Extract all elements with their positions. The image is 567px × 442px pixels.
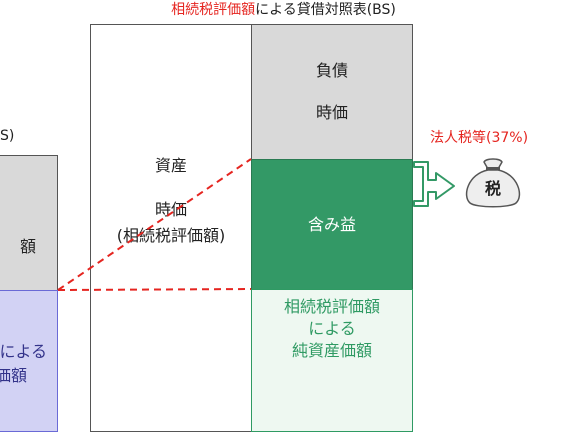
tax-bracket-arrow-icon [413,161,455,207]
left-bs-upper-fragment: 額 [19,237,36,256]
bs-title-rest: による貸借対照表(BS) [255,2,396,18]
unrealized-gain-label: 含み益 [307,214,356,234]
assets-block: 資産 時価 (相続税評価額) [90,24,252,432]
tax-money-bag-char: 税 [485,179,501,198]
left-bs-lower-block: による 価額 [0,290,58,432]
liabilities-block: 負債 時価 [251,24,413,160]
assets-market-value: 時価 [154,199,187,219]
left-bs-lower-line2: 価額 [0,366,27,385]
net-assets-line2: による [308,319,356,338]
assets-label: 資産 [154,155,187,175]
left-bs-lower-line1: による [0,342,47,361]
net-assets-line1: 相続税評価額 [283,297,380,316]
dashed-connector-upper [57,158,252,291]
left-bs-title-fragment: S) [0,128,15,144]
liabilities-label: 負債 [315,61,348,80]
left-bs-upper-block: 額 [0,155,58,291]
dashed-connector-lower [57,288,252,291]
assets-valuation-note: (相続税評価額) [116,225,226,245]
bs-title-highlight: 相続税評価額 [171,2,256,18]
net-assets-line3: 純資産価額 [291,341,372,360]
liabilities-market-value: 時価 [315,103,348,122]
bs-title: 相続税評価額による貸借対照表(BS) [0,0,567,20]
net-assets-block: 相続税評価額 による 純資産価額 [251,289,413,432]
corporate-tax-label: 法人税等(37%) [430,130,529,146]
tax-money-bag-icon [465,158,521,208]
